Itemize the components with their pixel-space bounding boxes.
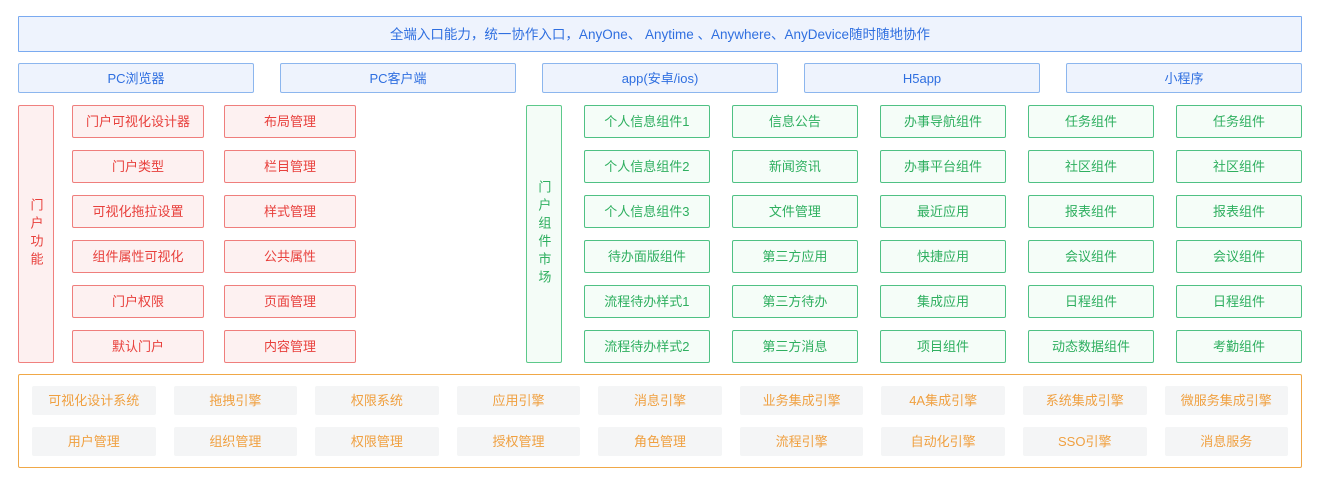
portal-function-item[interactable]: 布局管理 [224,105,356,138]
component-market-item[interactable]: 第三方应用 [731,240,858,273]
component-market-item[interactable]: 流程待办样式1 [583,285,710,318]
platform-engine-item[interactable]: 自动化引擎 [881,427,1005,456]
component-market-item[interactable]: 考勤组件 [1176,330,1303,363]
platform-engine-item[interactable]: 组织管理 [173,427,298,456]
portal-function-item[interactable]: 页面管理 [224,285,356,318]
component-market-item[interactable]: 日程组件 [1027,285,1154,318]
component-market-item[interactable]: 项目组件 [879,330,1006,363]
platform-engine-item[interactable]: SSO引擎 [1022,427,1147,456]
portal-function-item[interactable]: 组件属性可视化 [72,240,204,273]
platform-engines-row-1: 可视化设计系统 拖拽引擎 权限系统 应用引擎 消息引擎 业务集成引擎 4A集成引… [32,386,1289,415]
channel-pc-browser[interactable]: PC浏览器 [18,63,254,93]
component-market-item[interactable]: 新闻资讯 [731,150,858,183]
portal-function-item[interactable]: 内容管理 [224,330,356,363]
component-market-column-2: 信息公告 新闻资讯 文件管理 第三方应用 第三方待办 第三方消息 [731,105,858,363]
component-market-item[interactable]: 任务组件 [1027,105,1154,138]
component-market-item[interactable]: 日程组件 [1176,285,1303,318]
middle-band: 门户功能 门户可视化设计器 门户类型 可视化拖拉设置 组件属性可视化 门户权限 … [18,105,1303,363]
platform-engine-item[interactable]: 业务集成引擎 [739,386,864,415]
portal-function-label: 门户功能 [18,105,54,363]
portal-function-item[interactable]: 栏目管理 [224,150,356,183]
channel-mobile-app[interactable]: app(安卓/ios) [542,63,778,93]
portal-function-item[interactable]: 默认门户 [72,330,204,363]
platform-engine-item[interactable]: 系统集成引擎 [1022,386,1147,415]
platform-engine-item[interactable]: 消息引擎 [598,386,722,415]
platform-engine-item[interactable]: 4A集成引擎 [881,386,1005,415]
capability-banner: 全端入口能力，统一协作入口，AnyOne、 Anytime 、Anywhere、… [18,16,1302,52]
channel-pc-client[interactable]: PC客户端 [280,63,516,93]
component-market-item[interactable]: 快捷应用 [879,240,1006,273]
portal-function-item[interactable]: 门户可视化设计器 [72,105,204,138]
component-market-column-1: 个人信息组件1 个人信息组件2 个人信息组件3 待办面版组件 流程待办样式1 流… [583,105,710,363]
component-market-item[interactable]: 会议组件 [1176,240,1303,273]
component-market-item[interactable]: 办事导航组件 [879,105,1006,138]
component-market-item[interactable]: 个人信息组件1 [583,105,710,138]
component-market-column-3: 办事导航组件 办事平台组件 最近应用 快捷应用 集成应用 项目组件 [879,105,1006,363]
channel-h5app[interactable]: H5app [804,63,1040,93]
platform-engines-row-2: 用户管理 组织管理 权限管理 授权管理 角色管理 流程引擎 自动化引擎 SSO引… [32,427,1289,456]
component-market-item[interactable]: 会议组件 [1027,240,1154,273]
platform-engine-item[interactable]: 流程引擎 [739,427,864,456]
component-market-item[interactable]: 最近应用 [879,195,1006,228]
portal-function-label-text: 门户功能 [28,198,44,270]
portal-function-columns: 门户可视化设计器 门户类型 可视化拖拉设置 组件属性可视化 门户权限 默认门户 … [72,105,514,363]
component-market-columns: 个人信息组件1 个人信息组件2 个人信息组件3 待办面版组件 流程待办样式1 流… [583,105,1303,363]
component-market-item[interactable]: 第三方待办 [731,285,858,318]
platform-engines-panel: 可视化设计系统 拖拽引擎 权限系统 应用引擎 消息引擎 业务集成引擎 4A集成引… [18,374,1302,468]
component-market-item[interactable]: 信息公告 [731,105,858,138]
platform-engine-item[interactable]: 微服务集成引擎 [1164,386,1289,415]
portal-function-item[interactable]: 门户权限 [72,285,204,318]
channel-miniprogram[interactable]: 小程序 [1066,63,1302,93]
portal-function-item[interactable]: 门户类型 [72,150,204,183]
platform-engine-item[interactable]: 消息服务 [1164,427,1289,456]
platform-engine-item[interactable]: 可视化设计系统 [32,386,156,415]
portal-function-column-2: 布局管理 栏目管理 样式管理 公共属性 页面管理 内容管理 [224,105,356,363]
component-market-item[interactable]: 社区组件 [1176,150,1303,183]
component-market-item[interactable]: 报表组件 [1027,195,1154,228]
component-market-item[interactable]: 任务组件 [1176,105,1303,138]
platform-engine-item[interactable]: 授权管理 [456,427,581,456]
component-market-label-text: 门户组件市场 [536,180,552,288]
component-market-column-4: 任务组件 社区组件 报表组件 会议组件 日程组件 动态数据组件 [1027,105,1154,363]
portal-function-item[interactable]: 样式管理 [224,195,356,228]
component-market-item[interactable]: 动态数据组件 [1027,330,1154,363]
component-market-item[interactable]: 个人信息组件2 [583,150,710,183]
platform-engine-item[interactable]: 用户管理 [32,427,156,456]
component-market-item[interactable]: 文件管理 [731,195,858,228]
component-market-item[interactable]: 待办面版组件 [583,240,710,273]
component-market-item[interactable]: 个人信息组件3 [583,195,710,228]
portal-function-item[interactable]: 公共属性 [224,240,356,273]
platform-engine-item[interactable]: 应用引擎 [456,386,581,415]
component-market-item[interactable]: 办事平台组件 [879,150,1006,183]
component-market-item[interactable]: 流程待办样式2 [583,330,710,363]
channel-row: PC浏览器 PC客户端 app(安卓/ios) H5app 小程序 [18,63,1302,93]
platform-engine-item[interactable]: 权限系统 [315,386,439,415]
platform-engine-item[interactable]: 角色管理 [598,427,722,456]
platform-engine-item[interactable]: 拖拽引擎 [173,386,298,415]
component-market-item[interactable]: 社区组件 [1027,150,1154,183]
component-market-item[interactable]: 第三方消息 [731,330,858,363]
component-market-item[interactable]: 集成应用 [879,285,1006,318]
component-market-item[interactable]: 报表组件 [1176,195,1303,228]
component-market-label: 门户组件市场 [525,105,562,363]
component-market-column-5: 任务组件 社区组件 报表组件 会议组件 日程组件 考勤组件 [1176,105,1303,363]
portal-function-column-1: 门户可视化设计器 门户类型 可视化拖拉设置 组件属性可视化 门户权限 默认门户 [72,105,204,363]
portal-function-item[interactable]: 可视化拖拉设置 [72,195,204,228]
platform-engine-item[interactable]: 权限管理 [315,427,439,456]
